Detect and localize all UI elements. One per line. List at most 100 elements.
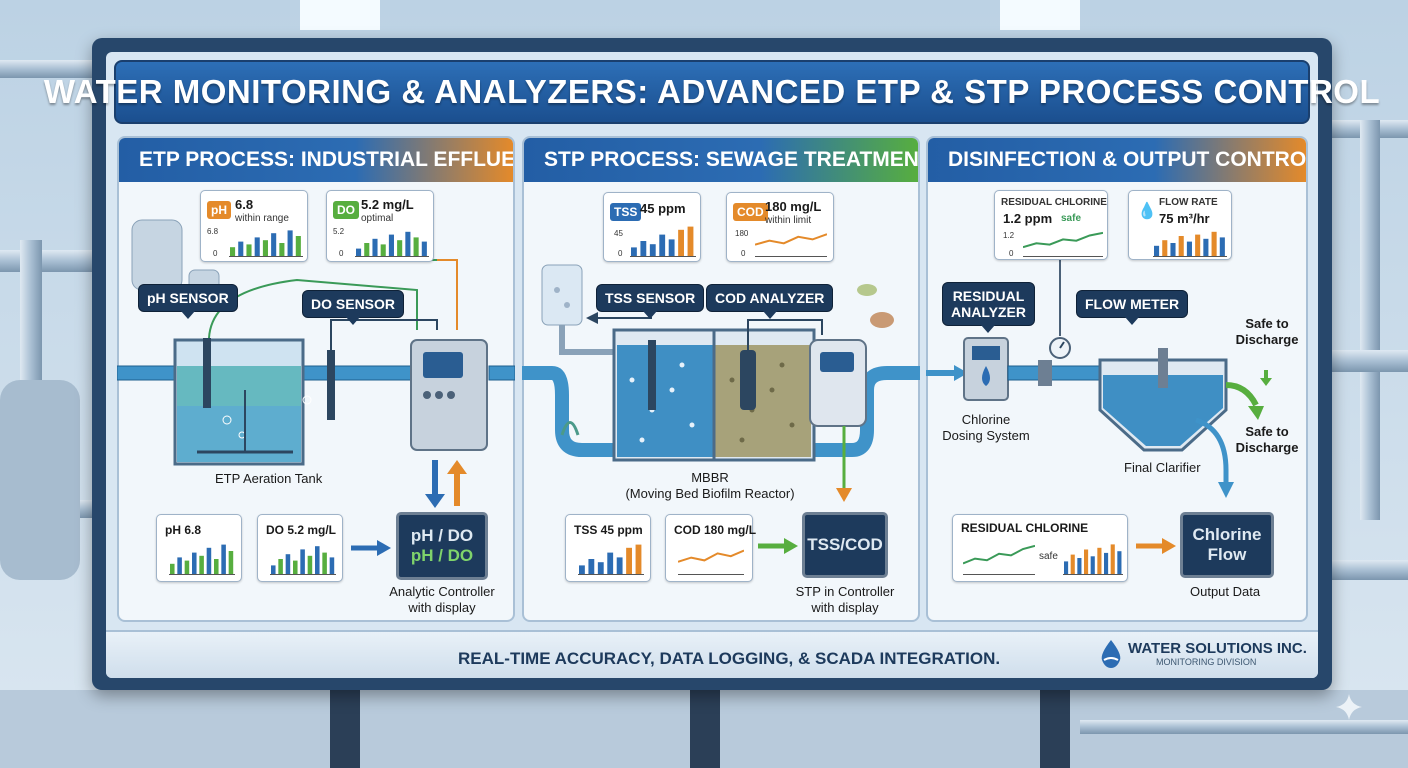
output-data-label: Output Data — [1190, 584, 1261, 599]
chart-bar — [271, 565, 276, 575]
safe-discharge-top-line-2: Discharge — [1235, 332, 1299, 347]
do-trend-chart — [355, 231, 429, 257]
do-axis-top: 5.2 — [333, 227, 345, 236]
chart-bar — [1117, 551, 1122, 575]
chart-bar — [588, 559, 595, 575]
do-status: optimal — [361, 213, 394, 224]
chart-bar — [254, 237, 260, 257]
safe-discharge-bottom-line-2: Discharge — [1235, 440, 1299, 455]
cod-value: 180 mg/L — [765, 199, 822, 214]
disinfection-panel-heading: DISINFECTION & OUTPUT CONTROL — [928, 138, 1306, 182]
chart-bar — [1195, 234, 1201, 257]
do-badge: DO — [333, 201, 359, 219]
stp-panel-heading: STP PROCESS: SEWAGE TREATMENT — [524, 138, 918, 182]
chart-bar — [1203, 238, 1209, 257]
page-title-bar: WATER MONITORING & ANALYZERS: ADVANCED E… — [44, 60, 1380, 124]
stp-controller-label-line-2: with display — [811, 600, 879, 615]
cod-mini-chart — [678, 549, 744, 575]
etp-panel-heading: ETP PROCESS: INDUSTRIAL EFFLUENT — [119, 138, 513, 182]
safe-discharge-top-label: Safe to Discharge — [1226, 316, 1308, 348]
chart-bar — [631, 247, 637, 257]
cod-status: within limit — [765, 215, 812, 226]
dosing-system-label: Chlorine Dosing System — [936, 412, 1036, 444]
chart-bar — [1110, 544, 1115, 575]
chlorine-mini-status: safe — [1039, 551, 1058, 562]
chart-bar — [307, 555, 313, 575]
chart-bar — [1077, 558, 1082, 575]
chlorine-trend-chart — [1023, 231, 1103, 257]
final-clarifier-label: Final Clarifier — [1124, 460, 1201, 475]
chart-bar — [1170, 243, 1176, 257]
chart-bar — [177, 557, 182, 575]
chart-bar — [238, 241, 244, 257]
mbbr-label-line-1: MBBR — [691, 470, 729, 485]
etp-controller-label-line-1: Analytic Controller — [389, 584, 495, 599]
ph-sensor-callout: pH SENSOR — [138, 284, 238, 319]
chart-bar — [397, 240, 403, 257]
chart-line — [1023, 231, 1103, 249]
dosing-line-1: Chlorine — [961, 412, 1011, 427]
chart-bar — [687, 226, 694, 257]
chart-bar — [1064, 561, 1069, 575]
chart-bar — [278, 559, 283, 575]
dosing-line-2: Dosing System — [942, 428, 1030, 443]
cod-badge: COD — [733, 203, 768, 221]
ph-trend-chart — [229, 230, 303, 257]
etp-process-diagram — [117, 219, 515, 556]
flow-meter-callout: FLOW METER — [1076, 290, 1189, 325]
etp-screen-line-1: pH / DO — [410, 526, 474, 545]
chart-bar — [315, 546, 320, 575]
stp-screen-line-1: TSS/COD — [807, 535, 883, 554]
stp-controller-screen: TSS/COD — [802, 512, 888, 578]
tss-sensor-callout: TSS SENSOR — [596, 284, 705, 319]
chlorine-axis-zero: 0 — [1009, 249, 1014, 258]
output-screen-line-1: Chlorine — [1192, 525, 1262, 544]
mbbr-label: MBBR (Moving Bed Biofilm Reactor) — [610, 470, 810, 502]
chart-bar — [649, 244, 656, 257]
flow-card-title: FLOW RATE — [1159, 197, 1218, 208]
cod-analyzer-callout: COD ANALYZER — [706, 284, 834, 319]
chart-bar — [228, 551, 234, 575]
chart-bar — [364, 243, 370, 257]
chart-bar — [1186, 241, 1192, 257]
chart-bar — [616, 557, 623, 575]
chart-bar — [356, 248, 362, 257]
chart-bar — [293, 560, 298, 575]
chlorine-axis-top: 1.2 — [1003, 231, 1015, 240]
brand-name: WATER SOLUTIONS INC. — [1128, 640, 1307, 657]
chart-bar — [1090, 556, 1095, 575]
ph-status: within range — [235, 213, 289, 224]
tss-mini-label: TSS 45 ppm — [574, 523, 643, 537]
chlorine-mini-card: RESIDUAL CHLORINE safe — [952, 514, 1128, 582]
chart-bar — [214, 559, 219, 575]
chart-bar — [413, 237, 419, 257]
safe-discharge-bottom-label: Safe to Discharge — [1226, 424, 1308, 456]
etp-controller-screen: pH / DO pH / DO — [396, 512, 488, 580]
chlorine-mini-title: RESIDUAL CHLORINE — [961, 521, 1089, 535]
chart-bar — [262, 240, 268, 257]
chart-bar — [199, 555, 204, 575]
chart-bar — [597, 562, 604, 575]
chlorine-value: 1.2 ppm — [1003, 211, 1053, 226]
etp-tank-label: ETP Aeration Tank — [215, 471, 323, 486]
cod-sensor-probe — [740, 350, 756, 410]
water-drop-logo-icon — [1101, 640, 1121, 668]
chart-bar — [405, 231, 411, 257]
tss-mini-card: TSS 45 ppm — [565, 514, 651, 582]
chart-bar — [372, 238, 378, 257]
residual-analyzer-callout: RESIDUAL ANALYZER — [942, 282, 1035, 333]
do-value: 5.2 mg/L — [361, 197, 414, 212]
chart-bar — [206, 547, 212, 575]
cod-mini-label: COD 180 mg/L — [674, 523, 757, 537]
do-sensor-probe — [327, 350, 335, 420]
chlorine-status: safe — [1061, 213, 1082, 224]
brand-division: MONITORING DIVISION — [1156, 657, 1257, 667]
tss-badge: TSS — [610, 203, 642, 221]
chart-bar — [279, 243, 285, 257]
mbbr-label-line-2: (Moving Bed Biofilm Reactor) — [625, 486, 795, 501]
stp-process-diagram — [522, 264, 920, 554]
chart-bar — [579, 565, 585, 575]
chart-bar — [380, 244, 386, 257]
etp-controller-label-line-2: with display — [408, 600, 476, 615]
do-mini-card: DO 5.2 mg/L — [257, 514, 343, 582]
